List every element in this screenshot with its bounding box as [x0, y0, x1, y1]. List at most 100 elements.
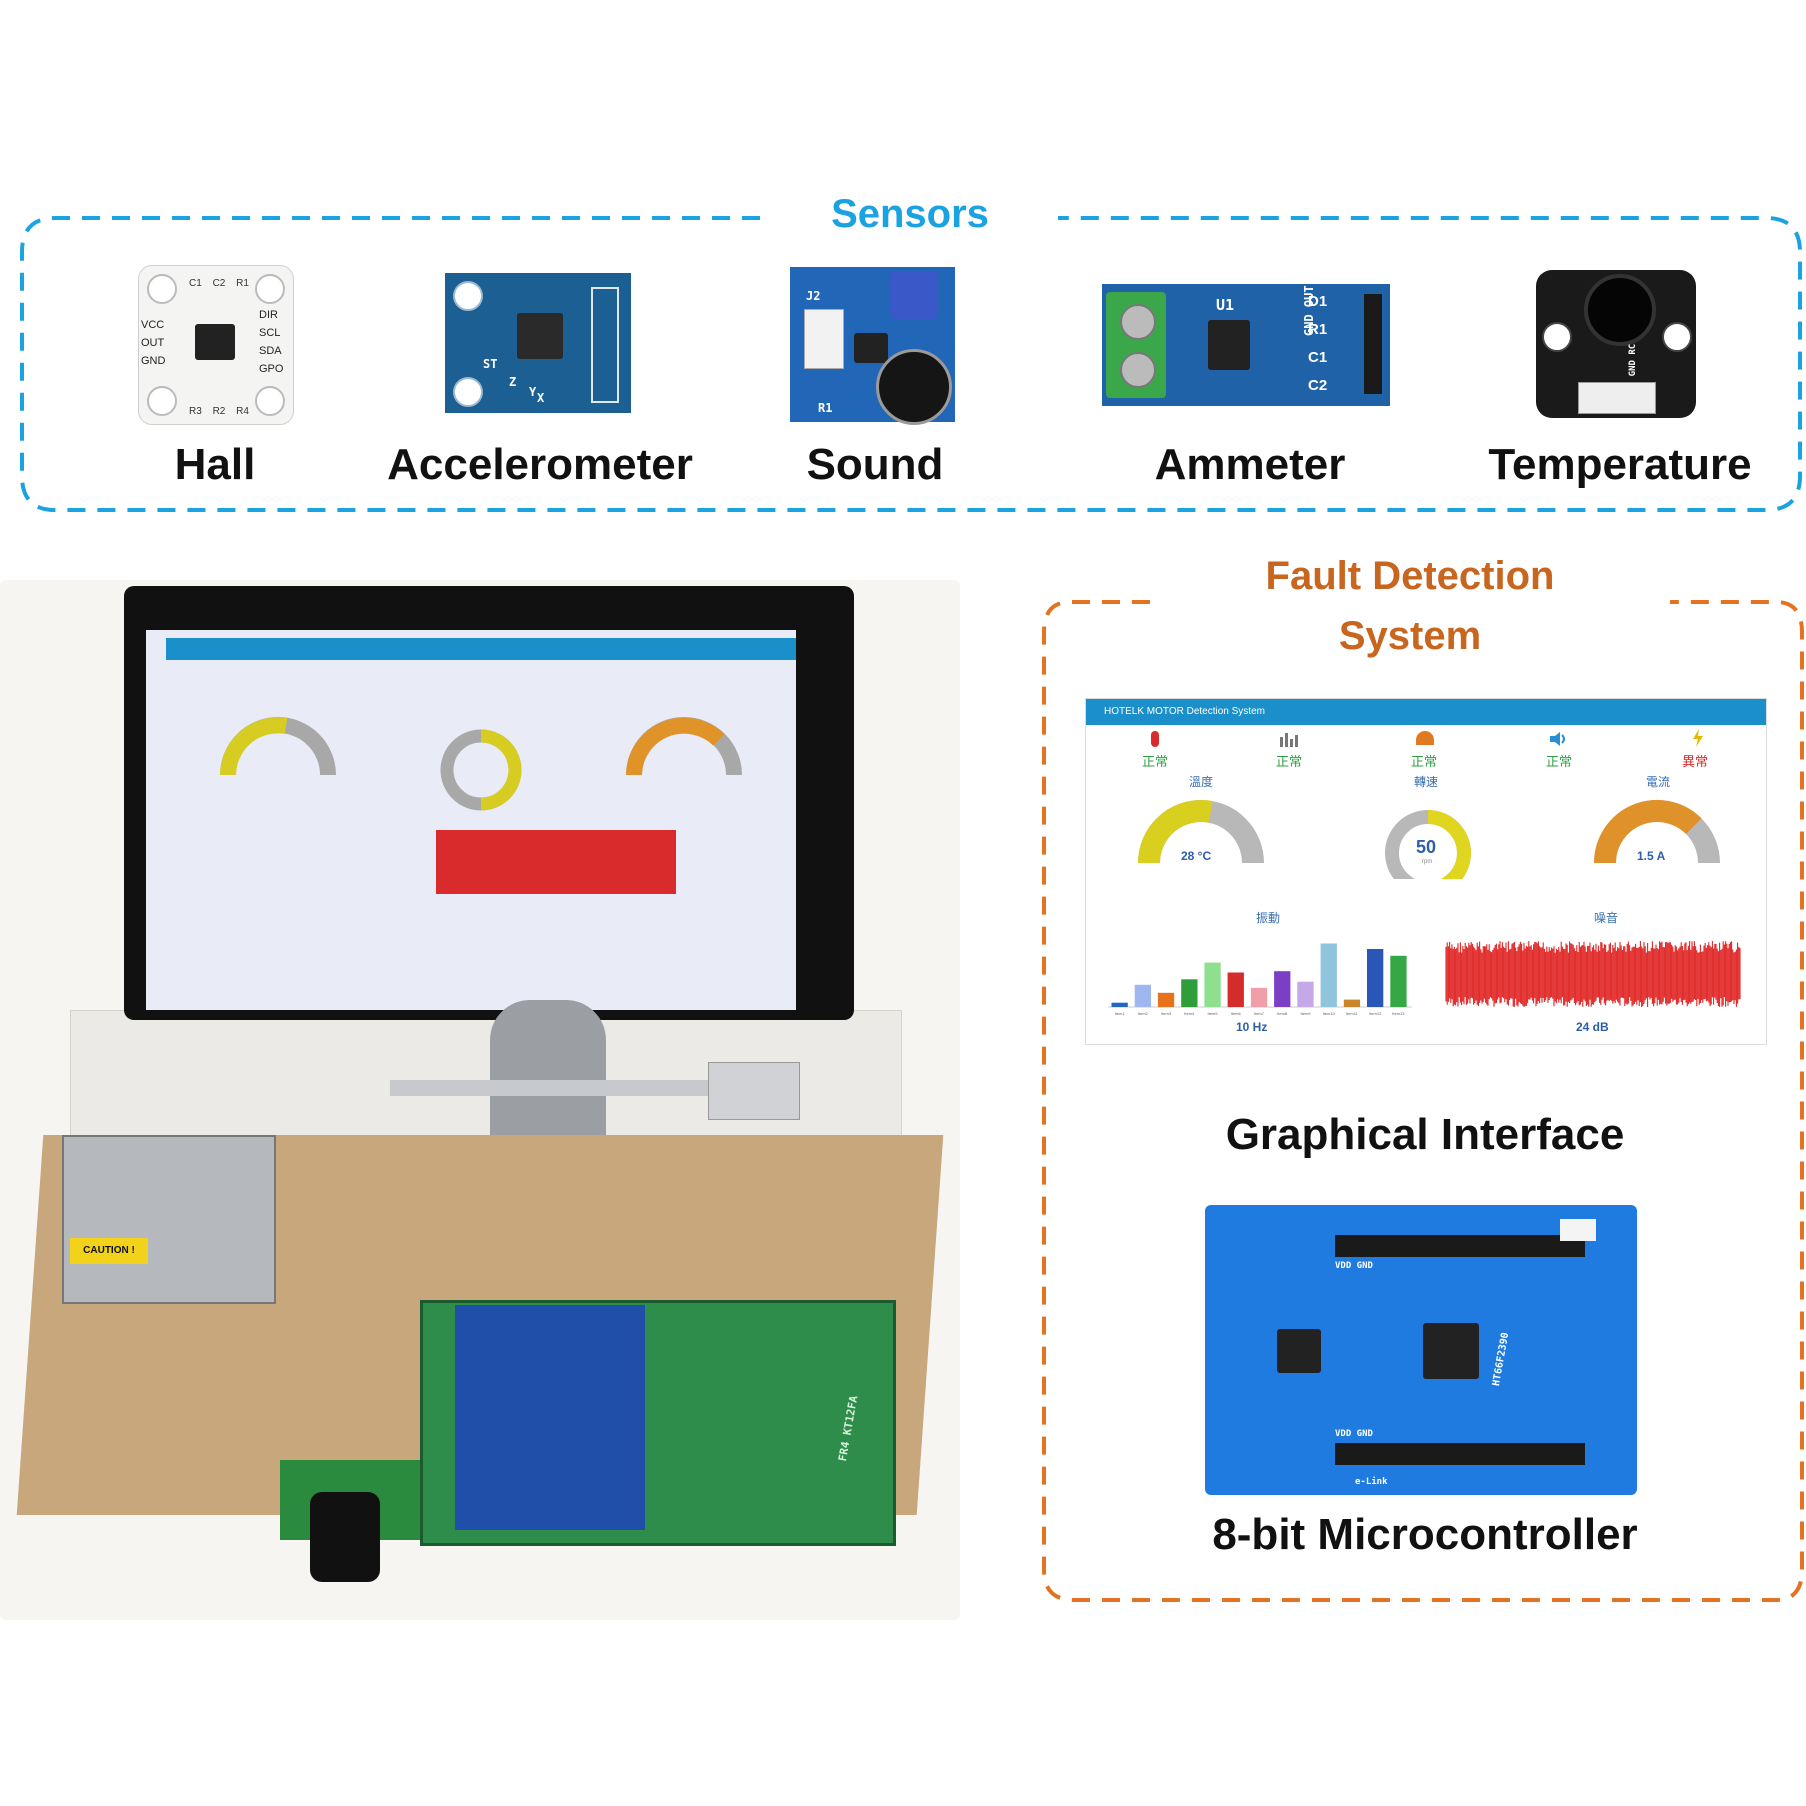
hall-pin-gpo: GPO: [259, 363, 284, 375]
sensors-frame: [20, 216, 1802, 512]
mcu-name-label: HT66F2390: [1491, 1331, 1512, 1387]
hall-pin-labels-right: DIR SCL SDA GPO: [259, 306, 283, 378]
temperature-sensor-board: VCC GND RC TD: [1536, 270, 1696, 418]
hall-pin-gnd: GND: [141, 355, 166, 367]
hall-pin-labels-left: VCC OUT GND: [141, 316, 165, 370]
gauge-current-label: 電流: [1646, 775, 1671, 789]
sensor-label-temperature: Temperature: [1488, 440, 1752, 489]
graphical-interface-panel: HOTELK MOTOR Detection System 正常 正常 正常 正…: [1085, 698, 1767, 1045]
status-current: 異常: [1682, 754, 1709, 769]
gauge-speed-unit: rpm: [1422, 859, 1433, 865]
temperature-lens-icon: [1584, 274, 1656, 346]
vibration-tick-label: Item3: [1161, 1011, 1172, 1016]
hall-pin-vcc: VCC: [141, 319, 165, 331]
mcu-header-bottom: [1335, 1443, 1585, 1465]
hall-pin-out: OUT: [141, 337, 165, 349]
vibration-tick-label: Item8: [1277, 1011, 1288, 1016]
hall-pin-dir: DIR: [259, 309, 278, 321]
ammeter-pin-labels: GND OUT VCC: [1302, 256, 1316, 336]
mcu-top-label: VDD GND: [1335, 1261, 1373, 1271]
gauge-current-fill: [1594, 799, 1702, 864]
status-temperature: 正常: [1142, 754, 1169, 769]
accelerometer-st-label: ST: [483, 357, 498, 371]
vibration-tick-label: Item12: [1369, 1011, 1382, 1016]
sound-j2-label: J2: [806, 289, 821, 303]
vibration-bar: [1111, 1002, 1128, 1007]
monitor-screen-header: [166, 638, 796, 660]
vibration-bar: [1274, 971, 1291, 1007]
fault-detection-title-line1: Fault Detection: [1265, 554, 1555, 598]
monitor-screen: [146, 630, 796, 1010]
accelerometer-x-label: X: [537, 391, 545, 405]
gauge-speed-value: 50: [1416, 837, 1437, 857]
graphical-interface-caption: Graphical Interface: [1225, 1110, 1625, 1159]
gauge-speed-fill: [1427, 810, 1471, 879]
vibration-tick-label: Item7: [1254, 1011, 1265, 1016]
sensor-label-accelerometer: Accelerometer: [387, 440, 693, 489]
vibration-tick-label: Item13: [1392, 1011, 1405, 1016]
gauge-current-value: 1.5 A: [1637, 849, 1666, 863]
ammeter-board: U1 D1 R1 C1 C2 GND OUT VCC: [1102, 257, 1390, 406]
ammeter-u1-label: U1: [1216, 296, 1235, 314]
vibration-bar: [1227, 972, 1244, 1007]
sound-chip: [854, 333, 888, 363]
gauges: [1138, 799, 1720, 879]
power-supply: [62, 1135, 276, 1304]
microcontroller-caption: 8-bit Microcontroller: [1212, 1510, 1638, 1559]
sound-connector: [804, 309, 844, 369]
gui-header: HOTELK MOTOR Detection System: [1086, 699, 1766, 725]
noise-waveform: [1445, 941, 1741, 1007]
ammeter-chip: [1208, 320, 1250, 370]
gauge-temperature-fill: [1138, 800, 1213, 864]
ammeter-header: [1364, 294, 1382, 394]
gauge-speed-label: 轉速: [1414, 775, 1439, 789]
vibration-value: 10 Hz: [1236, 1020, 1268, 1034]
vibration-tick-label: Item6: [1231, 1011, 1242, 1016]
mcu-board-photo: [455, 1305, 645, 1530]
hall-chip: [195, 324, 235, 360]
gauge-temperature-label: 溫度: [1189, 775, 1214, 789]
vibration-bar: [1181, 979, 1198, 1008]
noise-chart: [1445, 941, 1741, 1007]
hall-pin-sda: SDA: [259, 345, 282, 357]
mcu-main-chip: [1423, 1323, 1479, 1379]
status-noise: 正常: [1546, 754, 1573, 769]
vibration-tick-label: Item1: [1115, 1011, 1126, 1016]
ammeter-terminal-block: [1106, 292, 1166, 398]
vibration-bar: [1367, 949, 1384, 1007]
hardware-setup-photo: CAUTION ! FR4 KT12FA: [0, 580, 960, 1620]
vibration-bar: [1390, 955, 1407, 1007]
hall-sensor-board: VCC OUT GND DIR SCL SDA GPO C1 C2 R1 R3 …: [138, 265, 294, 425]
sensor-label-hall: Hall: [174, 440, 256, 489]
noise-chart-title: 噪音: [1594, 911, 1619, 925]
motor-shaft: [390, 1080, 800, 1096]
thermometer-icon: [1151, 731, 1159, 747]
ammeter-part-labels: D1 R1 C1 C2: [1308, 293, 1328, 394]
speedometer-icon: [1416, 731, 1434, 745]
speaker-icon: [1550, 732, 1565, 746]
hall-pin-scl: SCL: [259, 327, 281, 339]
vibration-tick-label: Item5: [1207, 1011, 1218, 1016]
accelerometer-y-label: Y: [529, 385, 537, 399]
caution-label: CAUTION !: [70, 1238, 148, 1264]
sound-potentiometer: [890, 271, 938, 319]
sound-sensor-board: J2 R1: [790, 267, 955, 425]
noise-value: 24 dB: [1576, 1020, 1609, 1034]
vibration-bar: [1134, 984, 1151, 1007]
vibration-bar: [1343, 999, 1361, 1007]
vibration-tick-label: Item11: [1346, 1011, 1359, 1016]
mcu-secondary-chip: [1277, 1329, 1321, 1373]
mcu-bottom-label: VDD GND: [1335, 1429, 1373, 1439]
status-vibration: 正常: [1276, 754, 1303, 769]
vibration-tick-label: Item4: [1184, 1011, 1195, 1016]
vibration-bar: [1297, 981, 1314, 1007]
vibration-bar: [1250, 987, 1268, 1007]
mcu-brand-label: e-Link: [1355, 1477, 1388, 1487]
temperature-connector: [1578, 382, 1656, 414]
accelerometer-header: [591, 287, 619, 403]
bar-chart-icon: [1280, 733, 1298, 747]
sound-r1-label: R1: [818, 401, 833, 415]
vibration-chart-title: 振動: [1256, 911, 1281, 925]
fault-detection-title: Fault Detection System: [1175, 546, 1645, 666]
